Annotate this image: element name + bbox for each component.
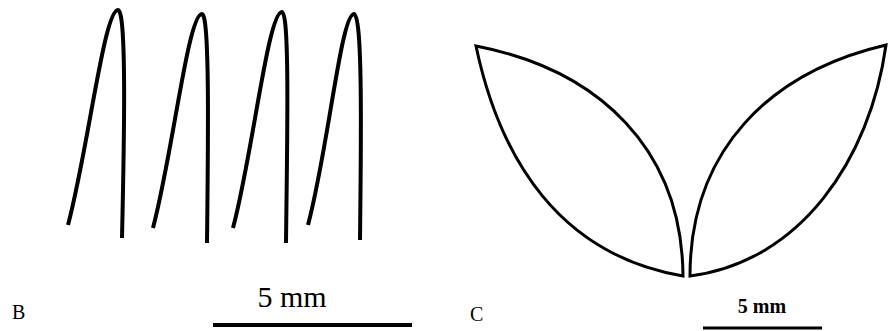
scale-bar xyxy=(703,327,822,330)
leaf-outline xyxy=(476,46,683,276)
scale-label: 5 mm xyxy=(738,296,786,316)
panel-letter: B xyxy=(12,302,25,322)
hook-curve xyxy=(233,12,287,243)
hook-curve xyxy=(68,10,124,238)
hook-curve xyxy=(308,14,361,240)
scale-label: 5 mm xyxy=(257,282,326,312)
panel-letter: C xyxy=(470,304,483,324)
hook-curve xyxy=(153,14,208,243)
leaf-outline xyxy=(690,45,886,276)
scale-bar xyxy=(213,323,412,327)
